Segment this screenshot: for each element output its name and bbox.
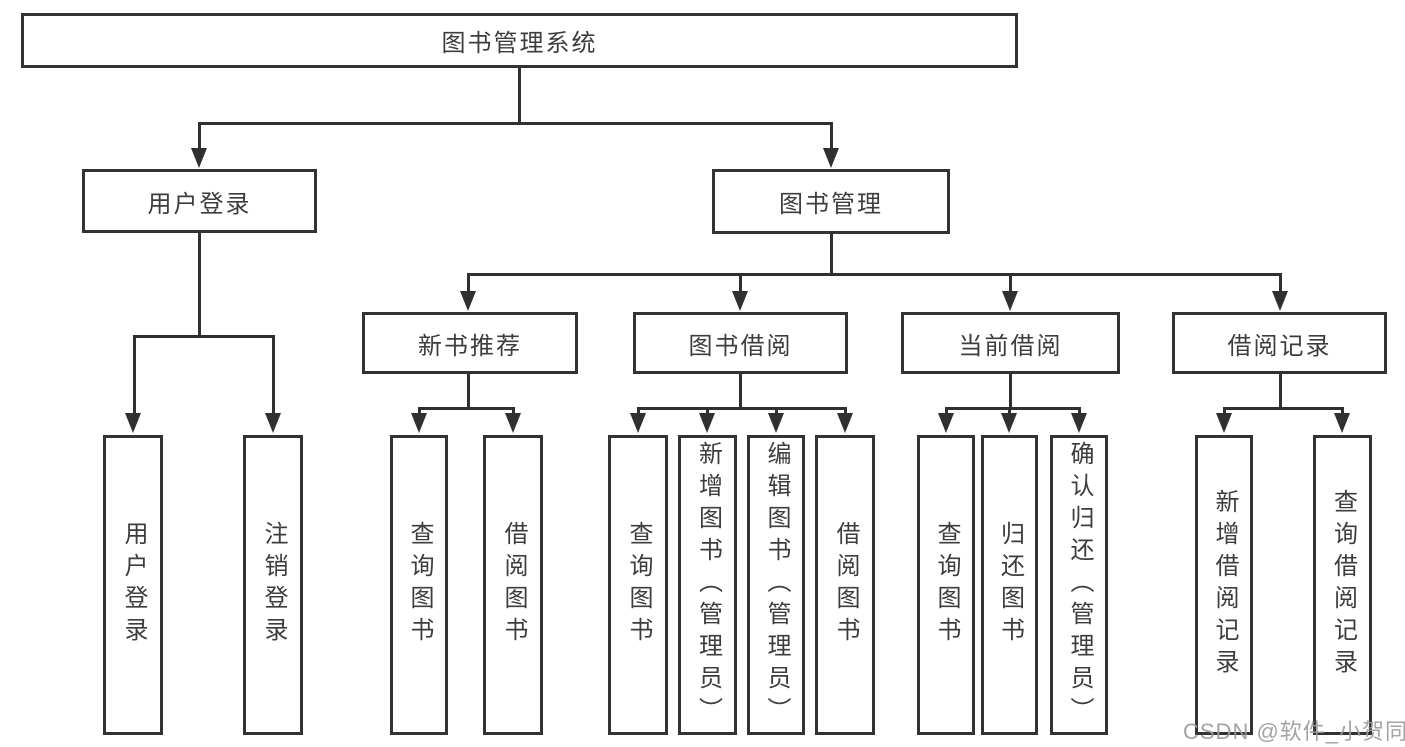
node-label-leaf-bb-add: 新增图书（管理员） <box>694 441 722 729</box>
node-label-leaf-nb-borrow: 借阅图书 <box>500 521 527 649</box>
connector-line-23 <box>844 408 847 415</box>
arrowhead-down-icon-1 <box>823 148 839 168</box>
node-new-book-rec: 新书推荐 <box>362 312 578 374</box>
arrowhead-down-icon-13 <box>837 413 853 433</box>
arrowhead-down-icon-17 <box>1216 413 1232 433</box>
arrowhead-down-icon-15 <box>1001 413 1017 433</box>
node-root: 图书管理系统 <box>21 13 1018 68</box>
node-label-leaf-nb-query: 查询图书 <box>406 521 433 649</box>
arrowhead-down-icon-2 <box>460 291 476 311</box>
arrowhead-down-icon-8 <box>411 413 427 433</box>
connector-line-26 <box>945 408 948 415</box>
connector-line-5 <box>133 335 275 338</box>
node-leaf-br-query: 查询借阅记录 <box>1313 435 1372 735</box>
node-label-new-book-rec: 新书推荐 <box>418 332 522 360</box>
node-label-leaf-bb-query: 查询图书 <box>625 521 652 649</box>
connector-line-13 <box>1279 274 1282 293</box>
connector-line-24 <box>1009 374 1012 408</box>
arrowhead-down-icon-16 <box>1071 413 1087 433</box>
connector-line-19 <box>637 407 847 410</box>
connector-line-3 <box>830 123 833 150</box>
arrowhead-down-icon-4 <box>1002 291 1018 311</box>
connector-line-17 <box>512 408 515 415</box>
node-label-leaf-cb-confirm: 确认归还（管理员） <box>1066 441 1093 729</box>
arrowhead-down-icon-3 <box>732 291 748 311</box>
node-leaf-bb-borrow: 借阅图书 <box>815 435 875 735</box>
node-leaf-bb-query: 查询图书 <box>608 435 668 735</box>
arrowhead-down-icon-18 <box>1334 413 1350 433</box>
node-label-leaf-cb-query: 查询图书 <box>933 521 960 649</box>
arrowhead-down-icon-5 <box>1272 291 1288 311</box>
arrowhead-down-icon-0 <box>191 148 207 168</box>
connector-line-0 <box>518 68 521 123</box>
node-label-user-login: 用户登录 <box>147 190 252 218</box>
connector-line-18 <box>739 374 742 408</box>
connector-line-7 <box>272 336 275 415</box>
connector-line-1 <box>198 122 833 125</box>
node-label-leaf-cb-return: 归还图书 <box>996 521 1024 649</box>
node-leaf-bb-add: 新增图书（管理员） <box>678 435 737 735</box>
node-book-mgmt: 图书管理 <box>712 169 950 234</box>
node-label-leaf-bb-borrow: 借阅图书 <box>832 521 859 649</box>
connector-line-14 <box>467 374 470 408</box>
arrowhead-down-icon-7 <box>265 413 281 433</box>
node-leaf-logout: 注销登录 <box>243 435 303 735</box>
connector-line-30 <box>1223 407 1344 410</box>
node-book-borrow: 图书借阅 <box>633 312 848 374</box>
node-leaf-cb-query: 查询图书 <box>917 435 975 735</box>
node-label-book-borrow: 图书借阅 <box>688 332 793 360</box>
connector-line-9 <box>467 273 1282 276</box>
node-label-root: 图书管理系统 <box>441 30 598 57</box>
arrowhead-down-icon-14 <box>938 413 954 433</box>
connector-line-29 <box>1279 374 1282 408</box>
node-current-borrow: 当前借阅 <box>901 312 1120 374</box>
connector-line-10 <box>467 274 470 293</box>
connector-line-32 <box>1341 408 1344 415</box>
node-label-leaf-br-query: 查询借阅记录 <box>1329 489 1357 681</box>
connector-line-27 <box>1008 408 1011 415</box>
connector-line-2 <box>198 123 201 150</box>
connector-line-12 <box>1009 274 1012 293</box>
node-leaf-cb-confirm: 确认归还（管理员） <box>1050 435 1108 735</box>
node-label-leaf-logout: 注销登录 <box>260 521 287 649</box>
csdn-watermark: CSDN @软件_小贺同学 <box>1183 719 1405 744</box>
connector-line-31 <box>1223 408 1226 415</box>
connector-line-25 <box>945 407 1081 410</box>
arrowhead-down-icon-10 <box>630 413 646 433</box>
node-label-borrow-record: 借阅记录 <box>1227 332 1332 360</box>
node-borrow-record: 借阅记录 <box>1172 312 1387 374</box>
connector-line-8 <box>830 234 833 274</box>
connector-line-11 <box>739 274 742 293</box>
node-label-leaf-user-login: 用户登录 <box>120 521 147 649</box>
connector-line-6 <box>133 336 136 415</box>
node-label-book-mgmt: 图书管理 <box>779 191 883 218</box>
arrowhead-down-icon-9 <box>505 413 521 433</box>
connector-line-28 <box>1078 408 1081 415</box>
connector-line-22 <box>775 408 778 415</box>
node-leaf-user-login: 用户登录 <box>103 435 163 735</box>
node-leaf-cb-return: 归还图书 <box>981 435 1038 735</box>
node-leaf-nb-query: 查询图书 <box>390 435 448 735</box>
arrowhead-down-icon-12 <box>768 413 784 433</box>
node-label-current-borrow: 当前借阅 <box>958 332 1063 360</box>
connector-line-15 <box>418 407 515 410</box>
node-leaf-bb-edit: 编辑图书（管理员） <box>747 435 805 735</box>
node-user-login: 用户登录 <box>82 169 317 233</box>
connector-line-4 <box>198 233 201 336</box>
connector-line-16 <box>418 408 421 415</box>
connector-line-21 <box>706 408 709 415</box>
arrowhead-down-icon-11 <box>699 413 715 433</box>
node-leaf-nb-borrow: 借阅图书 <box>483 435 543 735</box>
arrowhead-down-icon-6 <box>125 413 141 433</box>
node-label-leaf-bb-edit: 编辑图书（管理员） <box>763 441 790 729</box>
node-label-leaf-br-add: 新增借阅记录 <box>1211 489 1238 681</box>
connector-line-20 <box>637 408 640 415</box>
node-leaf-br-add: 新增借阅记录 <box>1195 435 1253 735</box>
